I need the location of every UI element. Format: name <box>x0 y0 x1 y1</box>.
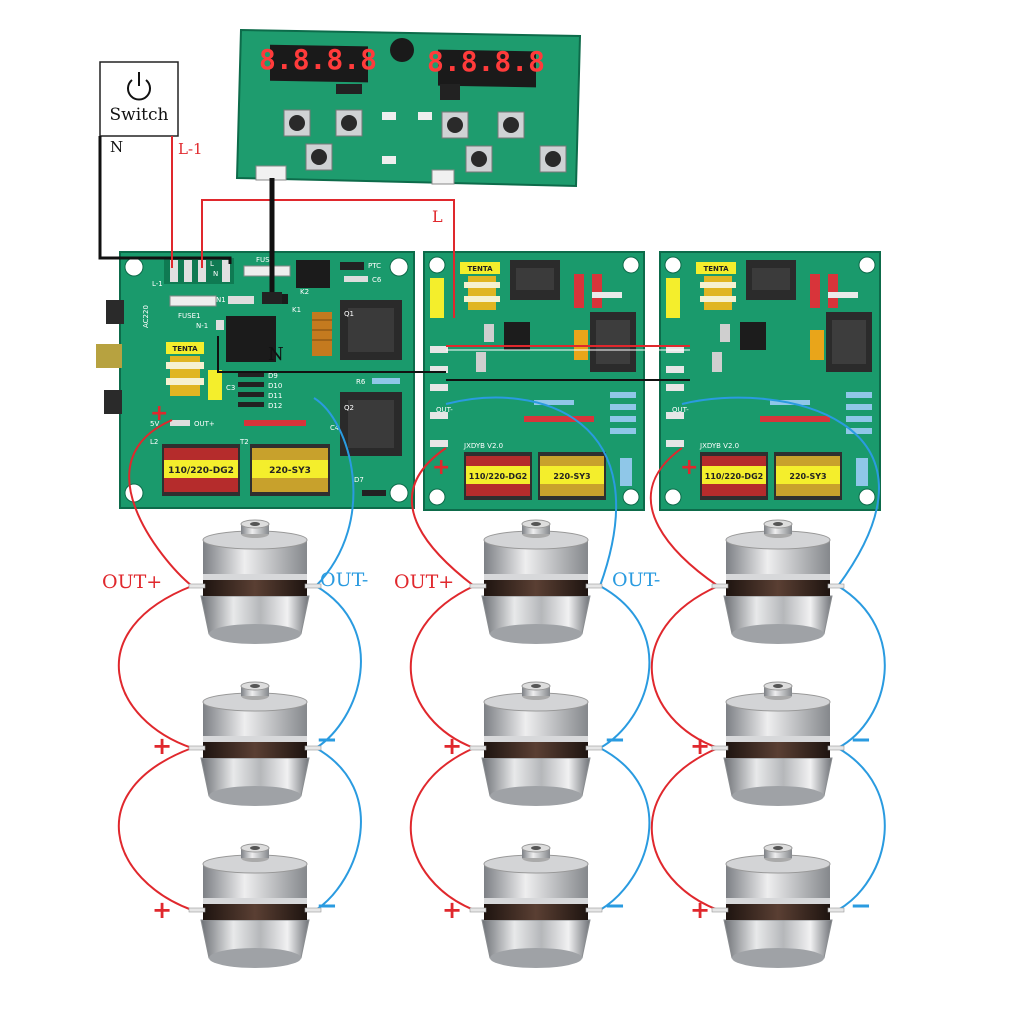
plus-sign: + <box>442 896 462 924</box>
plus-sign: + <box>690 732 710 760</box>
minus-sign: − <box>850 891 872 921</box>
switch-label: Switch <box>110 105 169 125</box>
transducer <box>188 519 322 645</box>
minus-sign: − <box>604 891 626 921</box>
transducer <box>469 843 603 969</box>
plus-sign: + <box>690 896 710 924</box>
plus-sign-board-1: + <box>150 401 168 426</box>
label-5v: 5V <box>150 420 159 428</box>
control-connector <box>255 165 287 181</box>
slave-board-1: TENTA JXDYB V2.0 OUT- 110/220-DG2 220-SY… <box>423 251 645 511</box>
label-t2: T2 <box>239 438 249 446</box>
control-buttons <box>283 109 567 173</box>
label-q1: Q1 <box>344 310 354 318</box>
slave2-out-minus-silk: OUT- <box>672 406 689 414</box>
transducer-column-3 <box>711 519 845 969</box>
label-q2: Q2 <box>344 404 354 412</box>
slave2-model-label: JXDYB V2.0 <box>699 442 739 450</box>
left-seven-segment-display: 8.8.8.8 <box>259 43 377 76</box>
main-label-l: L <box>210 260 214 268</box>
plus-sign: + <box>152 732 172 760</box>
label-c6: C6 <box>372 276 382 284</box>
plus-sign: + <box>442 732 462 760</box>
main-tenta-label: TENTA <box>172 345 198 353</box>
label-fuse1: FUSE1 <box>178 312 200 320</box>
slave1-model-label: JXDYB V2.0 <box>463 442 503 450</box>
label-d9: D9 <box>268 372 278 380</box>
power-switch: Switch <box>99 61 179 137</box>
main-label-l1: L-1 <box>152 280 163 288</box>
buzzer <box>390 38 414 62</box>
slave1-transformer-right-label: 220-SY3 <box>553 472 590 481</box>
label-d10: D10 <box>268 382 282 390</box>
plus-sign-board-2: + <box>432 455 450 480</box>
label-k1: K1 <box>292 306 301 314</box>
slave2-transformer-left-label: 110/220-DG2 <box>705 472 763 481</box>
transducer-column-2 <box>469 519 603 969</box>
label-d12: D12 <box>268 402 282 410</box>
label-out-plus-2: OUT+ <box>394 571 454 593</box>
label-n1: N1 <box>216 296 226 304</box>
power-wiring <box>98 136 690 381</box>
label-d7: D7 <box>354 476 364 484</box>
label-d11: D11 <box>268 392 282 400</box>
label-out-plus-1: OUT+ <box>102 571 162 593</box>
transducer <box>711 519 845 645</box>
label-out-minus-2: OUT- <box>612 569 660 591</box>
slave1-tenta-label: TENTA <box>467 265 493 273</box>
label-wire-n-board: N <box>268 344 284 365</box>
output-wiring <box>117 396 886 911</box>
transducer-column-1 <box>188 519 322 969</box>
label-wire-l: L <box>432 207 443 226</box>
label-r6: R6 <box>356 378 366 386</box>
label-ac220: AC220 <box>142 305 150 328</box>
transducer <box>711 843 845 969</box>
control-board: 8.8.8.8 8.8.8.8 <box>235 28 582 188</box>
label-l2: L2 <box>150 438 158 446</box>
label-n-1: N-1 <box>196 322 208 330</box>
transducer <box>469 681 603 807</box>
power-icon <box>127 72 151 101</box>
label-ptc: PTC <box>368 262 381 270</box>
label-k2: K2 <box>300 288 309 296</box>
label-fuse: FUSE <box>256 256 274 264</box>
transducer <box>469 519 603 645</box>
slave1-out-minus-silk: OUT- <box>436 406 453 414</box>
main-driver-board: L-1 L N FUSE FUSE1 PTC N1 N-1 K1 K2 C6 A… <box>96 251 415 509</box>
slave1-transformer-left-label: 110/220-DG2 <box>469 472 527 481</box>
slave-board-2: TENTA JXDYB V2.0 OUT- 110/220-DG2 220-SY… <box>659 251 881 511</box>
main-transformer-right-label: 220-SY3 <box>269 466 311 476</box>
slave2-tenta-label: TENTA <box>703 265 729 273</box>
minus-sign: − <box>316 891 338 921</box>
label-c4: C4 <box>330 424 340 432</box>
plus-sign-board-3: + <box>680 455 698 480</box>
minus-sign: − <box>316 725 338 755</box>
transducer <box>188 843 322 969</box>
label-wire-l1: L-1 <box>178 140 203 158</box>
minus-sign: − <box>604 725 626 755</box>
polarity-labels: OUT+ OUT- OUT+ OUT- + + + + + + + + + − … <box>102 401 872 924</box>
slave2-transformer-right-label: 220-SY3 <box>789 472 826 481</box>
label-wire-n: N <box>110 138 123 156</box>
label-c3: C3 <box>226 384 235 392</box>
minus-sign: − <box>850 725 872 755</box>
transducer <box>188 681 322 807</box>
main-label-n: N <box>213 270 218 278</box>
right-seven-segment-display: 8.8.8.8 <box>427 45 545 78</box>
label-out-minus-1: OUT- <box>320 569 368 591</box>
plus-sign: + <box>152 896 172 924</box>
transducer <box>711 681 845 807</box>
main-transformer-left-label: 110/220-DG2 <box>168 466 234 476</box>
label-main-out-plus: OUT+ <box>194 420 215 428</box>
